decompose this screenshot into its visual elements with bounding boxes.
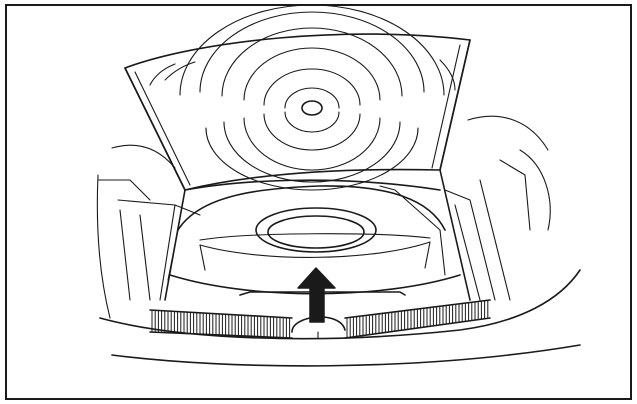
spare-tire-well xyxy=(167,179,461,295)
left-side-trim xyxy=(117,67,201,301)
lid-grip-pattern xyxy=(149,4,456,191)
up-arrow-icon xyxy=(297,267,336,323)
trunk-opening-outline xyxy=(96,115,581,367)
sill-hatching-left xyxy=(149,309,293,339)
floor-lid xyxy=(124,4,471,191)
sill-hatching-right xyxy=(344,299,491,339)
tire-hub-inner xyxy=(267,215,365,249)
tire-hub-outer xyxy=(255,207,377,253)
